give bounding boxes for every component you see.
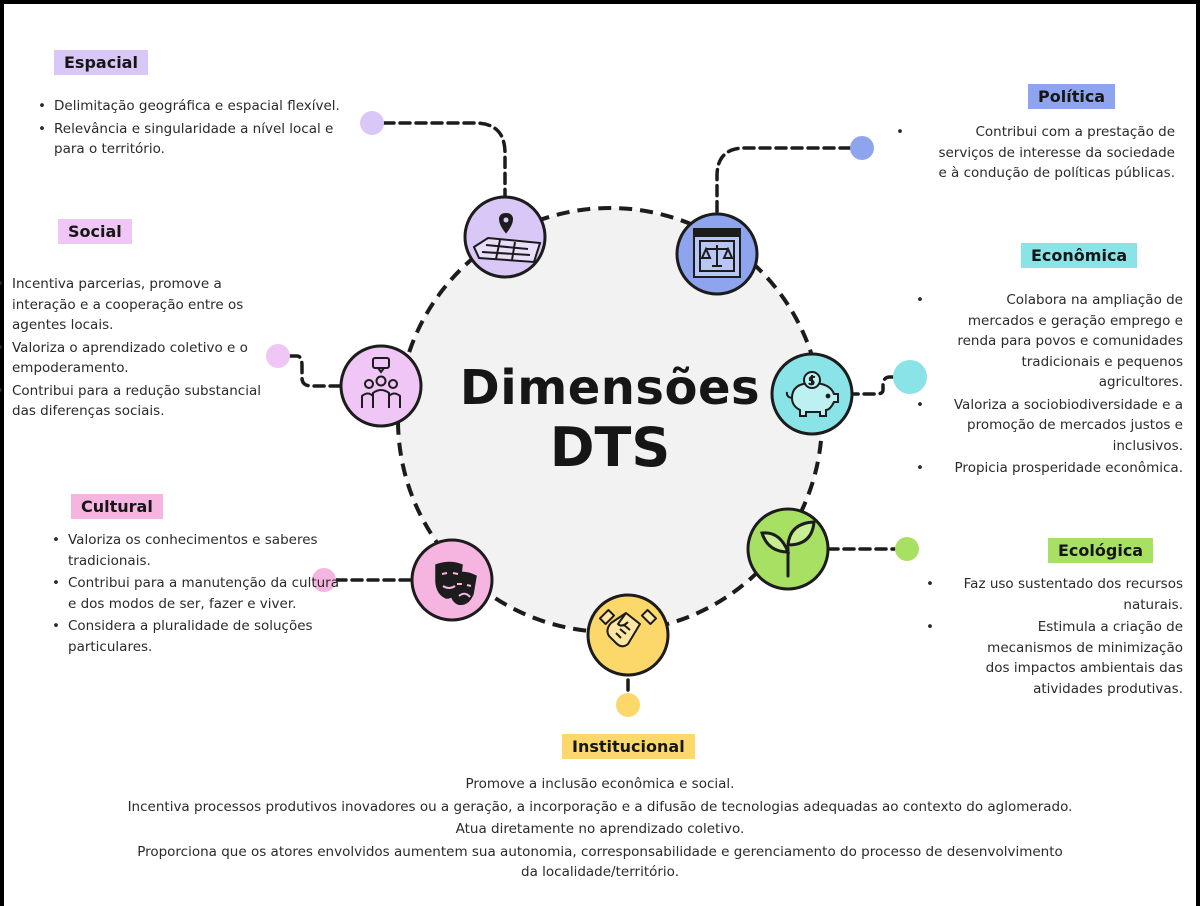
- economica-connector: [850, 375, 912, 396]
- piggy-bank-icon: [785, 371, 839, 417]
- economica-item: Colabora na ampliação de mercados e gera…: [916, 290, 1183, 393]
- ecologica-dot: [895, 537, 919, 561]
- social-description: Incentiva parcerias, promove a interação…: [0, 274, 275, 424]
- cultural-label: Cultural: [71, 494, 163, 519]
- center-title: Dimensões DTS: [430, 358, 790, 478]
- social-item: Contribui para a redução substancial das…: [0, 381, 275, 422]
- espacial-node: [463, 195, 547, 279]
- sprout-icon: [760, 520, 816, 578]
- economica-label: Econômica: [1021, 243, 1138, 268]
- espacial-description: Delimitação geográfica e espacial flexív…: [32, 96, 358, 162]
- institucional-item: Incentiva processos produtivos inovadore…: [127, 798, 1073, 815]
- espacial-connector: [382, 121, 507, 198]
- espacial-dot: [360, 111, 384, 135]
- theater-masks-icon: [435, 561, 477, 606]
- institucional-item: Proporciona que os atores envolvidos aum…: [137, 843, 1063, 881]
- center-title-line2: DTS: [549, 416, 671, 479]
- cultural-description: Valoriza os conhecimentos e saberes trad…: [46, 530, 342, 659]
- social-connector: [288, 354, 342, 388]
- politica-connector: [715, 146, 852, 216]
- cultural-item: Contribui para a manutenção da cultura e…: [46, 573, 342, 614]
- handshake-icon: [598, 608, 658, 648]
- ecologica-label: Ecológica: [1048, 538, 1154, 563]
- social-item: Incentiva parcerias, promove a interação…: [0, 274, 275, 336]
- economica-item: Propicia prosperidade econômica.: [916, 458, 1183, 479]
- espacial-label: Espacial: [54, 50, 148, 75]
- espacial-item: Delimitação geográfica e espacial flexív…: [32, 96, 358, 117]
- ecologica-description: Faz uso sustentado dos recursos naturais…: [926, 574, 1183, 701]
- politica-item: Contribui com a prestação de serviços de…: [896, 122, 1175, 184]
- politica-description: Contribui com a prestação de serviços de…: [896, 122, 1175, 186]
- cultural-item: Considera a pluralidade de soluções part…: [46, 616, 342, 657]
- institucional-dot: [616, 693, 640, 717]
- politica-label: Política: [1028, 84, 1116, 109]
- social-item: Valoriza o aprendizado coletivo e o empo…: [0, 338, 275, 379]
- economica-description: Colabora na ampliação de mercados e gera…: [916, 290, 1183, 481]
- ecologica-item: Faz uso sustentado dos recursos naturais…: [926, 574, 1183, 615]
- social-label: Social: [58, 219, 132, 244]
- center-title-line1: Dimensões: [459, 360, 761, 416]
- cultural-item: Valoriza os conhecimentos e saberes trad…: [46, 530, 342, 571]
- institucional-description: Promove a inclusão econômica e social. I…: [90, 774, 1110, 885]
- espacial-item: Relevância e singularidade a nível local…: [32, 119, 358, 160]
- economica-item: Valoriza a sociobiodiversidade e a promo…: [916, 395, 1183, 457]
- scales-of-justice-icon: [693, 228, 741, 278]
- institucional-item: Promove a inclusão econômica e social.: [465, 776, 735, 792]
- institucional-item: Atua diretamente no aprendizado coletivo…: [455, 821, 745, 837]
- politica-dot: [850, 136, 874, 160]
- economica-dot: [893, 360, 927, 394]
- institucional-label: Institucional: [562, 734, 695, 759]
- map-pin-icon: [472, 212, 542, 264]
- group-people-icon: [361, 357, 401, 408]
- ecologica-item: Estimula a criação de mecanismos de mini…: [926, 617, 1183, 699]
